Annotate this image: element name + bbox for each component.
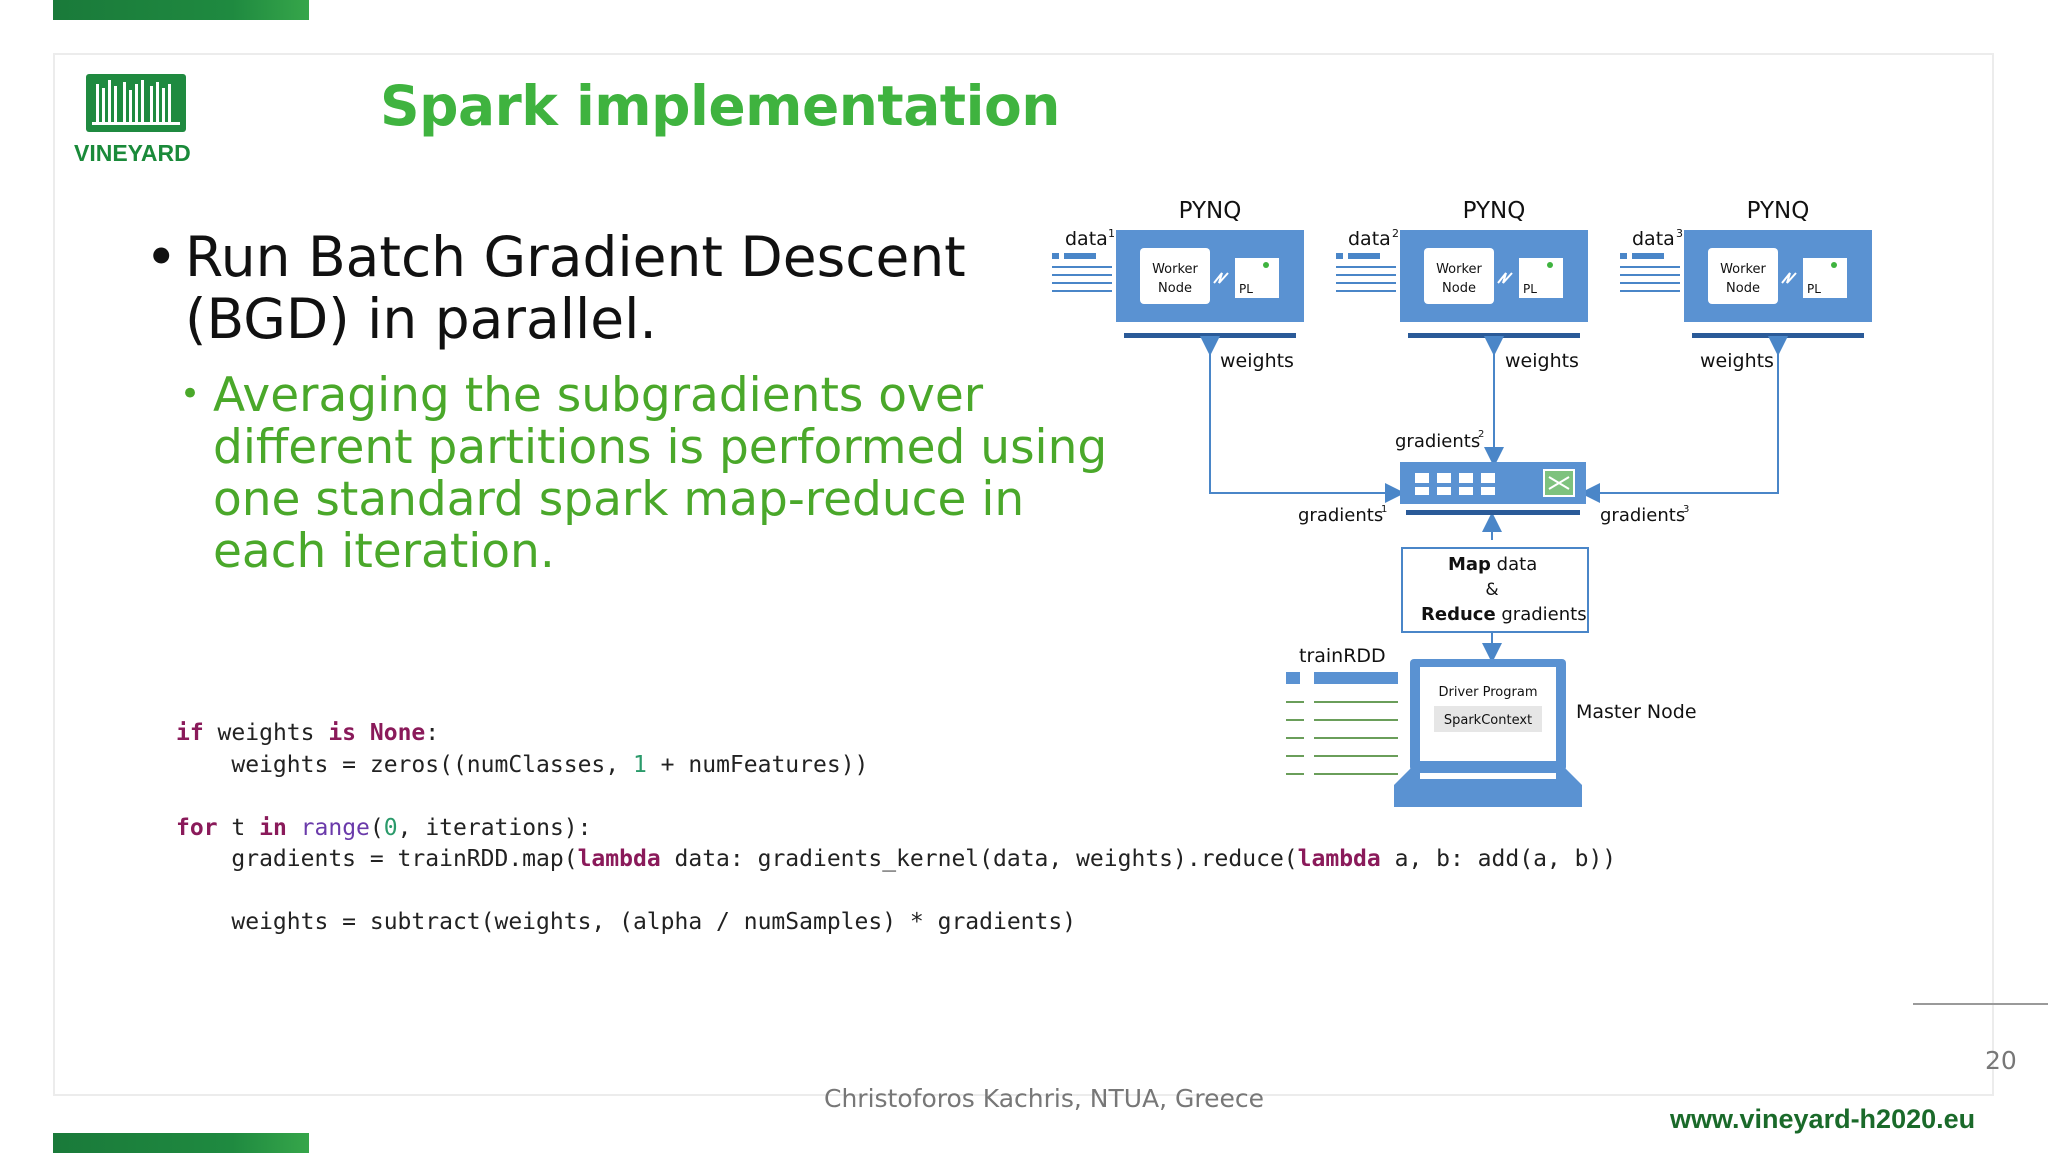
weights-label: weights: [1505, 350, 1579, 372]
map-rest: data: [1491, 554, 1537, 575]
code-text: :: [425, 720, 440, 746]
pl-label: PL: [1807, 282, 1821, 296]
gradients-label-1: gradients: [1298, 505, 1383, 526]
code-keyword: lambda: [577, 846, 661, 872]
weights-label: weights: [1220, 350, 1294, 372]
gradients-label-3: gradients: [1600, 505, 1685, 526]
bullet-sub-text: Averaging the subgradients over differen…: [213, 368, 1108, 579]
vineyard-logo: VINEYARD: [74, 74, 202, 167]
train-rdd-lines-icon: [1286, 672, 1398, 775]
pl-label: PL: [1239, 282, 1253, 296]
flow-arrows: [1200, 336, 1788, 663]
bullet-sub-dot: •: [180, 374, 201, 414]
code-keyword: is: [328, 720, 357, 746]
data-lines-icon: [1052, 253, 1112, 292]
code-keyword: None: [369, 720, 426, 746]
weights-label: weights: [1700, 350, 1774, 372]
code-keyword: if: [176, 720, 204, 746]
data-lines-icon: [1620, 253, 1680, 292]
code-text: weights = subtract(weights, (alpha / num…: [176, 909, 1077, 935]
worker-label: Worker: [1152, 262, 1198, 277]
master-node-label: Master Node: [1576, 701, 1697, 723]
amp-label: &: [1485, 580, 1498, 600]
code-text: data: gradients_kernel(data, weights).re…: [660, 846, 1298, 872]
data-label: data: [1065, 228, 1108, 250]
code-builtin: range: [300, 814, 370, 841]
slide-title: Spark implementation: [380, 74, 1060, 138]
code-number: 1: [632, 751, 647, 778]
logo-text: VINEYARD: [74, 140, 191, 166]
node-label: Node: [1726, 281, 1760, 296]
code-keyword: in: [259, 814, 287, 841]
pynq-node-2: PYNQ data 2 Worker Node PL weights: [1336, 198, 1588, 372]
slide-frame: [53, 53, 1994, 1096]
pynq-label: PYNQ: [1463, 198, 1526, 224]
svg-text:Map data: Map data: [1448, 554, 1537, 575]
top-accent-bar: [53, 0, 309, 20]
bullet-sub: • Averaging the subgradients over differ…: [180, 370, 1140, 578]
pynq-label: PYNQ: [1747, 198, 1810, 224]
data-label: data: [1348, 228, 1391, 250]
pynq-node-3: PYNQ data 3 Worker Node PL weights: [1620, 198, 1872, 372]
gradients-label-2: gradients: [1395, 431, 1480, 452]
bullet-dot: •: [145, 225, 178, 289]
pynq-node-1: PYNQ data 1 Worker Node PL weights: [1052, 198, 1304, 372]
spark-architecture-diagram: PYNQ data 1 Worker Node PL weights PYNQ …: [1052, 198, 1872, 807]
gradients-sup-1: 1: [1381, 504, 1387, 515]
code-text: a, b: add(a, b)): [1380, 846, 1617, 872]
code-text: + numFeatures)): [646, 751, 869, 778]
map-reduce-box: Map data & Reduce gradients: [1401, 547, 1589, 633]
vineyard-logo-icon: [86, 74, 186, 132]
network-switch-icon: [1400, 462, 1586, 515]
train-rdd-label: trainRDD: [1299, 645, 1386, 667]
pl-label: PL: [1523, 282, 1537, 296]
bullet-main: • Run Batch Gradient Descent (BGD) in pa…: [145, 226, 1005, 350]
code-keyword: lambda: [1297, 846, 1381, 872]
data-superscript: 3: [1676, 227, 1683, 240]
map-bold: Map: [1448, 554, 1491, 575]
page-number: 20: [1985, 1046, 2017, 1075]
worker-label: Worker: [1720, 262, 1766, 277]
bottom-accent-bar: [53, 1133, 309, 1153]
driver-program-label: Driver Program: [1439, 685, 1538, 700]
laptop-icon: Driver Program SparkContext: [1394, 659, 1582, 807]
gradients-sup-2: 2: [1478, 429, 1484, 440]
code-text: t: [217, 814, 260, 841]
code-text: weights: [203, 720, 329, 746]
footer-divider: [1913, 1003, 2048, 1005]
data-superscript: 2: [1392, 227, 1399, 240]
code-text: weights = zeros((numClasses,: [176, 751, 633, 778]
footer-author: Christoforos Kachris, NTUA, Greece: [824, 1084, 1265, 1113]
code-block: if weights is None: weights = zeros((num…: [176, 720, 1617, 935]
node-label: Node: [1442, 281, 1476, 296]
worker-label: Worker: [1436, 262, 1482, 277]
pynq-label: PYNQ: [1179, 198, 1242, 224]
node-label: Node: [1158, 281, 1192, 296]
code-number: 0: [383, 814, 398, 841]
code-text: , iterations):: [397, 814, 592, 841]
reduce-rest: gradients: [1496, 604, 1587, 625]
data-lines-icon: [1336, 253, 1396, 292]
code-text: gradients = trainRDD.map(: [176, 846, 578, 872]
svg-text:Reduce gradients: Reduce gradients: [1421, 604, 1587, 625]
data-label: data: [1632, 228, 1675, 250]
bullet-main-text: Run Batch Gradient Descent (BGD) in para…: [185, 225, 966, 351]
gradients-sup-3: 3: [1683, 504, 1689, 515]
spark-context-label: SparkContext: [1444, 713, 1532, 728]
code-keyword: for: [176, 814, 218, 841]
data-superscript: 1: [1108, 227, 1115, 240]
reduce-bold: Reduce: [1421, 604, 1496, 625]
footer-url: www.vineyard-h2020.eu: [1670, 1104, 1976, 1134]
